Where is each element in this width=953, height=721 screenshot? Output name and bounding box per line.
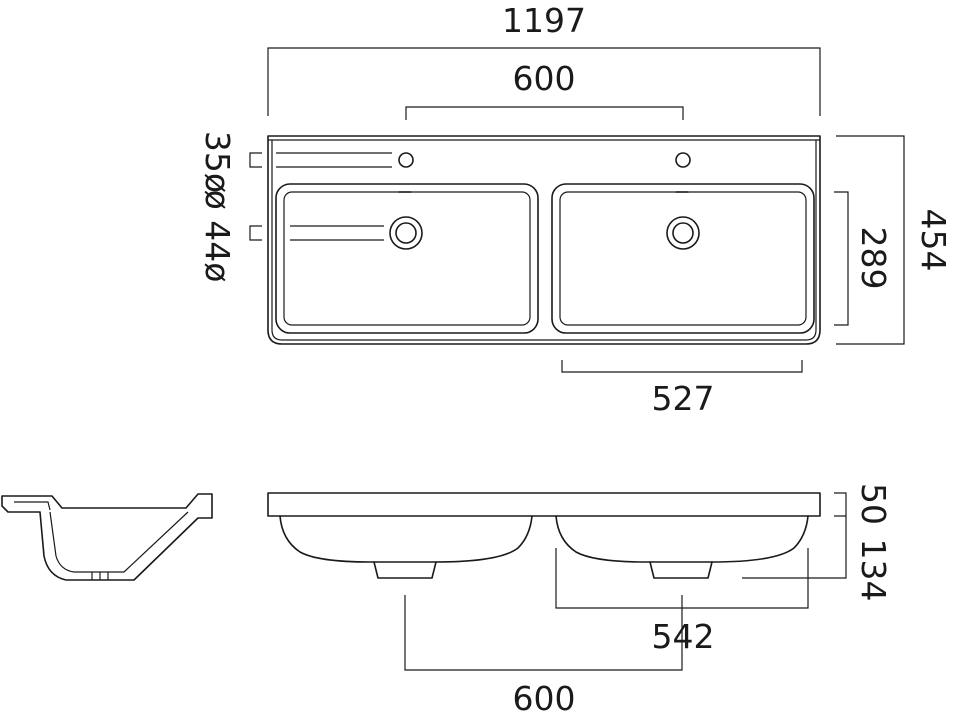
waste-hole-right	[666, 216, 700, 250]
tap-hole-right	[675, 152, 691, 168]
side-section-profile	[1, 493, 213, 581]
dim-50: 50	[854, 483, 893, 525]
left-bowl	[275, 183, 539, 334]
dimension-labels: 1197 600 527 542 600 454 289 50 134 35ø …	[198, 1, 953, 718]
dim-134: 134	[854, 539, 893, 602]
right-bowl	[551, 183, 815, 334]
side-section-view	[1, 493, 213, 581]
dim-tap-hole: 35ø	[198, 131, 237, 193]
front-bowl-right	[555, 515, 809, 563]
tap-hole-left	[398, 152, 414, 168]
dim-1197: 1197	[502, 1, 586, 40]
dim-289: 289	[854, 227, 893, 290]
dim-waste-hole: ø 44ø	[198, 190, 237, 283]
dim-600-top: 600	[513, 59, 576, 98]
plan-outline	[267, 135, 821, 345]
dim-454: 454	[914, 209, 953, 272]
dim-527: 527	[652, 379, 715, 418]
front-waste-right	[649, 561, 713, 579]
front-waste-left	[373, 561, 437, 579]
plan-view	[249, 135, 821, 345]
plan-dimensions	[267, 47, 905, 373]
dim-542: 542	[652, 617, 715, 656]
front-rim	[267, 492, 821, 517]
dim-600-bottom: 600	[513, 679, 576, 718]
front-bowl-left	[279, 515, 533, 563]
waste-hole-left	[389, 216, 423, 250]
front-dimensions	[404, 492, 847, 671]
front-view	[267, 492, 821, 579]
